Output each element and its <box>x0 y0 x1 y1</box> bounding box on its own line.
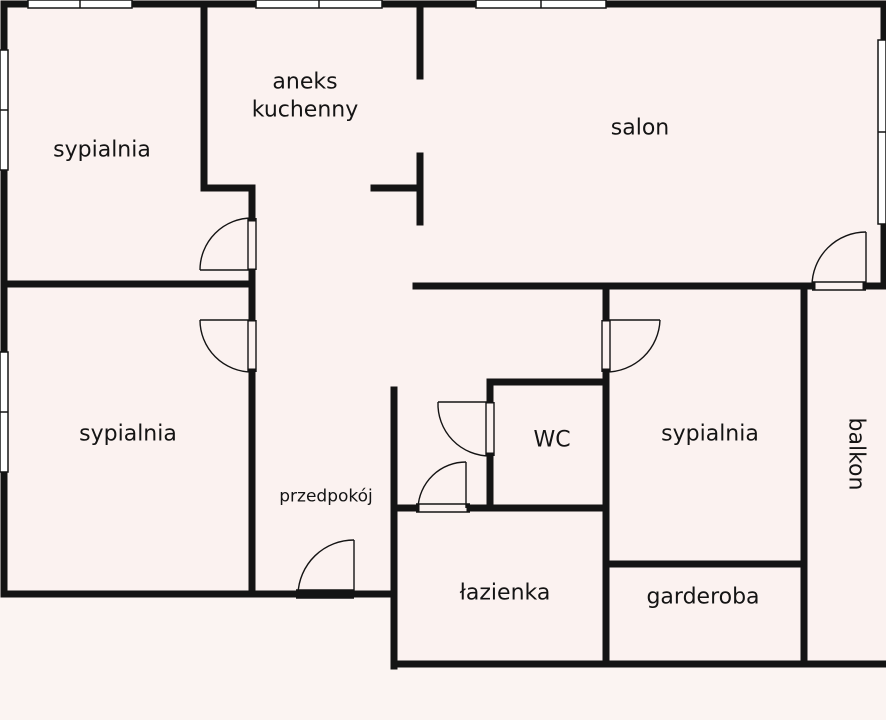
door-wc <box>437 401 495 457</box>
room-label-balcony: balkon <box>843 417 869 491</box>
room-label-kitchenette-line2: kuchenny <box>251 97 359 122</box>
door-bathroom <box>416 461 470 513</box>
windows <box>0 0 886 473</box>
room-fills <box>4 4 886 666</box>
room-label-bedroom-right: sypialnia <box>661 421 759 447</box>
door-bedroom-top-left <box>199 217 257 271</box>
door-bedroom-right <box>601 319 661 373</box>
door-balcony <box>811 231 867 291</box>
room-label-bedroom-top-left: sypialnia <box>53 137 151 163</box>
doors <box>199 217 867 599</box>
door-bedroom-mid-left <box>199 319 257 373</box>
room-label-kitchenette: aneks kuchenny <box>252 69 359 124</box>
room-label-wardrobe: garderoba <box>646 584 760 610</box>
room-label-wc: WC <box>533 427 571 453</box>
room-label-living-room: salon <box>610 115 670 141</box>
room-label-kitchenette-line1: aneks <box>272 69 338 95</box>
door-entrance <box>296 539 355 599</box>
room-label-hallway: przedpokój <box>279 486 373 507</box>
room-label-bedroom-mid-left: sypialnia <box>79 421 177 447</box>
room-label-bathroom: łazienka <box>459 580 551 606</box>
